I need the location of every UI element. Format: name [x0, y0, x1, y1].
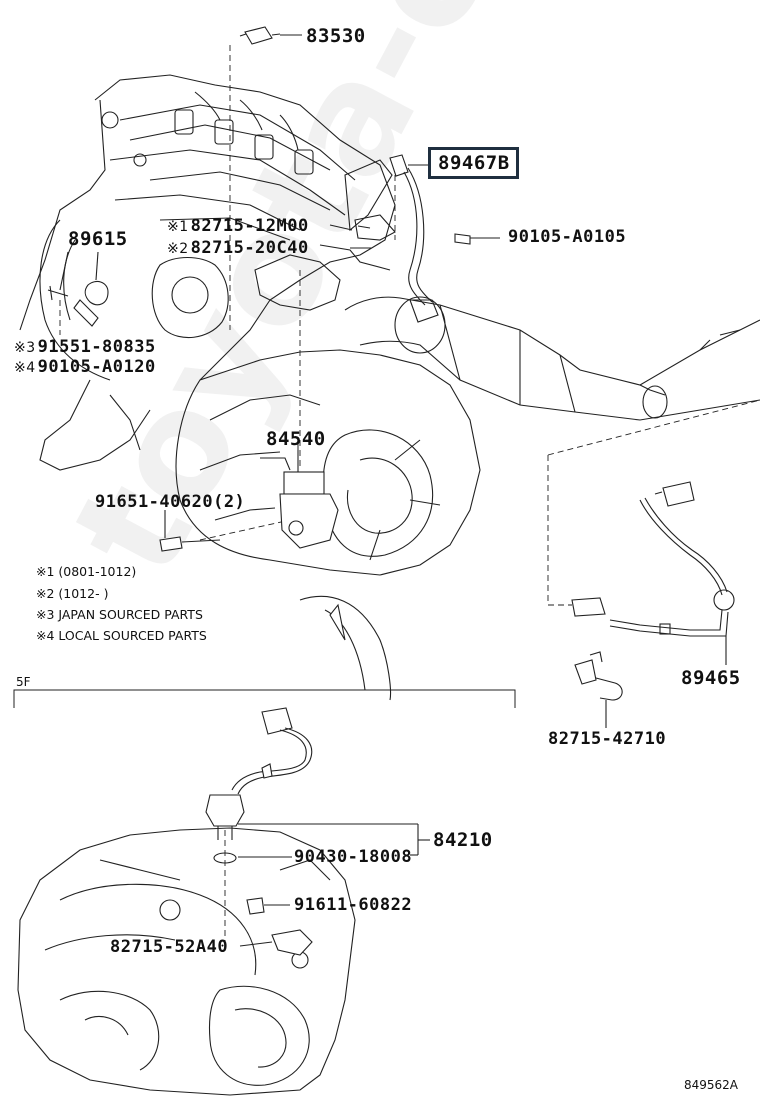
- exhaust-pipe: [344, 296, 760, 421]
- dashed-reference-lines: [59, 45, 760, 950]
- highlighted-part-box: 89467B: [428, 147, 519, 179]
- bracket-82715-52a40: [239, 929, 313, 956]
- transmission-outline: [175, 349, 481, 701]
- footnote-mark-4: ※4: [14, 360, 36, 376]
- part-label-91651-40620[interactable]: 91651-40620(2): [95, 492, 246, 512]
- part-label-89615[interactable]: 89615: [68, 228, 128, 250]
- footnote-2: ※2 (1012- ): [36, 586, 109, 601]
- figure-id: 849562A: [684, 1078, 739, 1092]
- footnote-1: ※1 (0801-1012): [36, 564, 137, 579]
- bracket-82715-12m00: [319, 224, 391, 271]
- leader-lines: [297, 164, 428, 470]
- part-label-82715-52a40[interactable]: 82715-52A40: [110, 937, 229, 957]
- footnote-mark-3: ※3: [14, 340, 36, 356]
- speed-sensor-89465: [571, 481, 735, 665]
- part-label-90105-a0120[interactable]: 90105-A0120: [37, 357, 156, 377]
- section-label-5f: 5F: [16, 675, 31, 689]
- reverse-switch-84210: [205, 707, 430, 864]
- part-label-91551-80835[interactable]: 91551-80835: [37, 337, 156, 357]
- part-label-91611-60822[interactable]: 91611-60822: [294, 895, 413, 915]
- oxygen-sensor-89467b: [344, 154, 439, 323]
- footnote-mark-2: ※2: [167, 241, 189, 257]
- bolt-90105-a0105: [454, 233, 500, 245]
- bolt-91611-60822: [246, 897, 290, 915]
- footnote-4: ※4 LOCAL SOURCED PARTS: [36, 628, 207, 643]
- knock-sensor-89615: [47, 251, 109, 327]
- part-label-90105-a0105[interactable]: 90105-A0105: [508, 227, 627, 247]
- footnote-3: ※3 JAPAN SOURCED PARTS: [36, 607, 203, 622]
- footnote-mark-1: ※1: [167, 219, 189, 235]
- part-label-89465[interactable]: 89465: [681, 667, 741, 689]
- bolt-91651: [159, 510, 221, 552]
- part-label-84540[interactable]: 84540: [266, 428, 326, 450]
- section-5f-bracket: [13, 689, 516, 708]
- engine-block-outline: [19, 74, 396, 471]
- part-label-89467b[interactable]: 89467B: [438, 152, 510, 174]
- part-label-82715-12m00[interactable]: 82715-12M00: [190, 216, 309, 236]
- switch-84540: [260, 450, 339, 549]
- part-label-82715-20c40[interactable]: 82715-20C40: [190, 238, 309, 258]
- bracket-82715-42710: [574, 651, 623, 728]
- part-label-82715-42710[interactable]: 82715-42710: [548, 729, 667, 749]
- sensor-83530: [239, 26, 302, 45]
- manual-transmission-outline: [17, 827, 356, 1096]
- part-label-84210[interactable]: 84210: [433, 829, 493, 851]
- part-label-90430-18008[interactable]: 90430-18008: [294, 847, 413, 867]
- part-label-83530[interactable]: 83530: [306, 25, 366, 47]
